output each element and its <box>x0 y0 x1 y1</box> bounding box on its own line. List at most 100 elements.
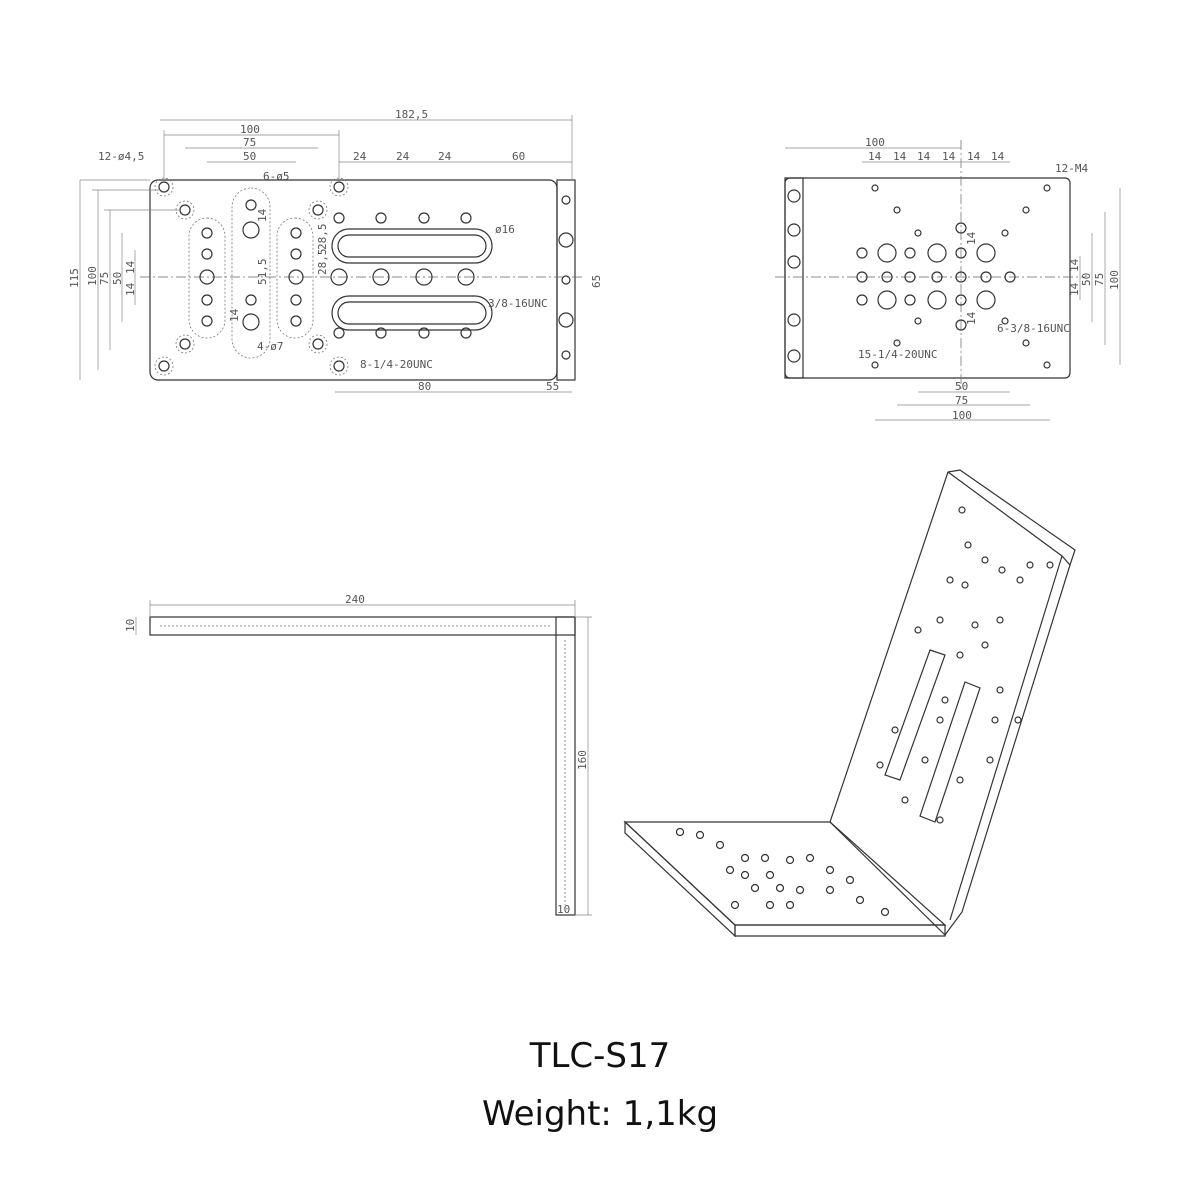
edge-plate <box>556 179 576 381</box>
hole <box>158 181 170 193</box>
hole <box>856 271 868 283</box>
dim-label: 28,5 <box>316 224 329 251</box>
slot-inner <box>337 234 487 258</box>
dim-label: 75 <box>1093 273 1106 286</box>
hole <box>996 616 1004 624</box>
dim-label: 50 <box>1080 273 1093 286</box>
dim-label: 14 <box>942 150 956 163</box>
hole <box>675 827 685 837</box>
hole <box>877 243 897 263</box>
dim-label: 14 <box>256 208 269 222</box>
dim-label: 75 <box>243 136 256 149</box>
hole <box>981 641 989 649</box>
hole <box>290 248 302 260</box>
hole <box>856 294 868 306</box>
hole <box>460 212 472 224</box>
dim-label: 80 <box>418 380 431 393</box>
hole <box>457 268 475 286</box>
hole <box>1043 184 1051 192</box>
hole <box>991 716 999 724</box>
hole <box>561 275 571 285</box>
hole <box>955 319 967 331</box>
counterbore <box>308 200 328 220</box>
hole <box>1026 561 1034 569</box>
hole <box>927 243 947 263</box>
hole <box>876 761 884 769</box>
hole <box>740 870 750 880</box>
hole <box>245 199 257 211</box>
hole <box>964 541 972 549</box>
hole <box>986 756 994 764</box>
hole <box>955 294 967 306</box>
dim-label: 14 <box>893 150 907 163</box>
hole <box>785 900 795 910</box>
hole <box>787 349 801 363</box>
hole <box>242 221 260 239</box>
counterbore <box>329 356 349 376</box>
hole <box>998 566 1006 574</box>
hole <box>242 313 260 331</box>
hole <box>312 338 324 350</box>
slot <box>331 228 493 264</box>
slot <box>884 649 946 781</box>
isometric-view <box>623 469 1076 938</box>
hole <box>1016 576 1024 584</box>
hole <box>1022 339 1030 347</box>
dotted-oval <box>231 187 271 359</box>
hole <box>199 269 215 285</box>
counterbore <box>308 334 328 354</box>
hole <box>787 313 801 327</box>
dim-label: 14 <box>965 231 978 245</box>
counterbore <box>154 177 174 197</box>
hole <box>955 222 967 234</box>
dim-label: 60 <box>512 150 525 163</box>
hole <box>936 616 944 624</box>
dim-label: 100 <box>86 266 99 286</box>
hole <box>333 327 345 339</box>
hole <box>372 268 390 286</box>
callout-label: 8-1/4-20UNC <box>360 358 433 371</box>
slot <box>919 681 981 823</box>
hole <box>715 840 725 850</box>
hole <box>1046 561 1054 569</box>
hole <box>695 830 705 840</box>
hole <box>558 232 574 248</box>
hole <box>946 576 954 584</box>
hole <box>1001 229 1009 237</box>
hole <box>775 883 785 893</box>
hole <box>976 290 996 310</box>
hole <box>201 248 213 260</box>
hole <box>931 271 943 283</box>
model-name: TLC-S17 <box>529 1036 671 1076</box>
dim-label: 14 <box>917 150 931 163</box>
dim-label: 14 <box>1068 282 1081 296</box>
slot-inner <box>337 301 487 325</box>
dim-label: 24 <box>353 150 367 163</box>
dim-label: 50 <box>955 380 968 393</box>
hole <box>936 816 944 824</box>
hole <box>936 716 944 724</box>
hole <box>418 327 430 339</box>
hole <box>312 204 324 216</box>
vertical-plate <box>555 616 576 916</box>
hole <box>375 327 387 339</box>
dim-label: 14 <box>991 150 1005 163</box>
hole <box>418 212 430 224</box>
hole <box>976 243 996 263</box>
dim-label: 14 <box>965 311 978 325</box>
hole <box>460 327 472 339</box>
hole <box>845 875 855 885</box>
hole <box>955 247 967 259</box>
callout-label: 6-3/8-16UNC <box>997 322 1070 335</box>
dim-label: 75 <box>98 272 111 285</box>
hole <box>201 294 213 306</box>
callout-label: 15-1/4-20UNC <box>858 348 937 361</box>
hole <box>921 756 929 764</box>
base-plate <box>623 821 947 926</box>
hole <box>787 189 801 203</box>
hole <box>825 885 835 895</box>
dotted-oval <box>276 217 314 339</box>
dim-label: 50 <box>111 272 124 285</box>
hole <box>750 883 760 893</box>
hole <box>290 227 302 239</box>
